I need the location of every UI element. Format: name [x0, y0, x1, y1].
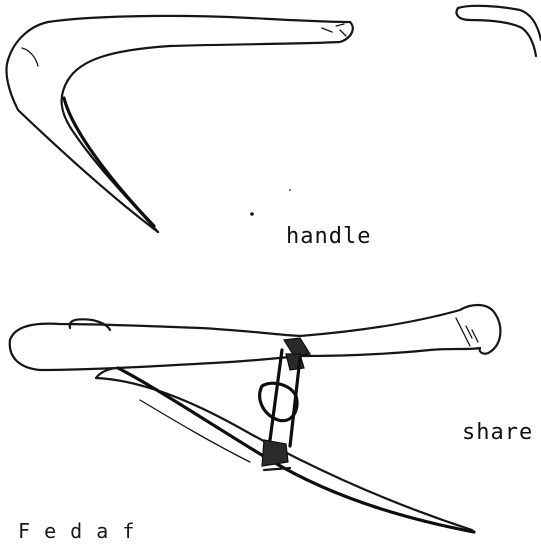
assembled-plough-drawing — [10, 305, 501, 532]
fragment-drawing — [457, 6, 541, 56]
handle-label: handle — [286, 224, 371, 249]
stray-mark — [250, 212, 254, 216]
bottom-caption: F e d a f — [18, 519, 135, 543]
handle-piece-drawing — [6, 16, 352, 232]
stray-mark — [289, 189, 291, 191]
share-label: share — [462, 420, 533, 445]
